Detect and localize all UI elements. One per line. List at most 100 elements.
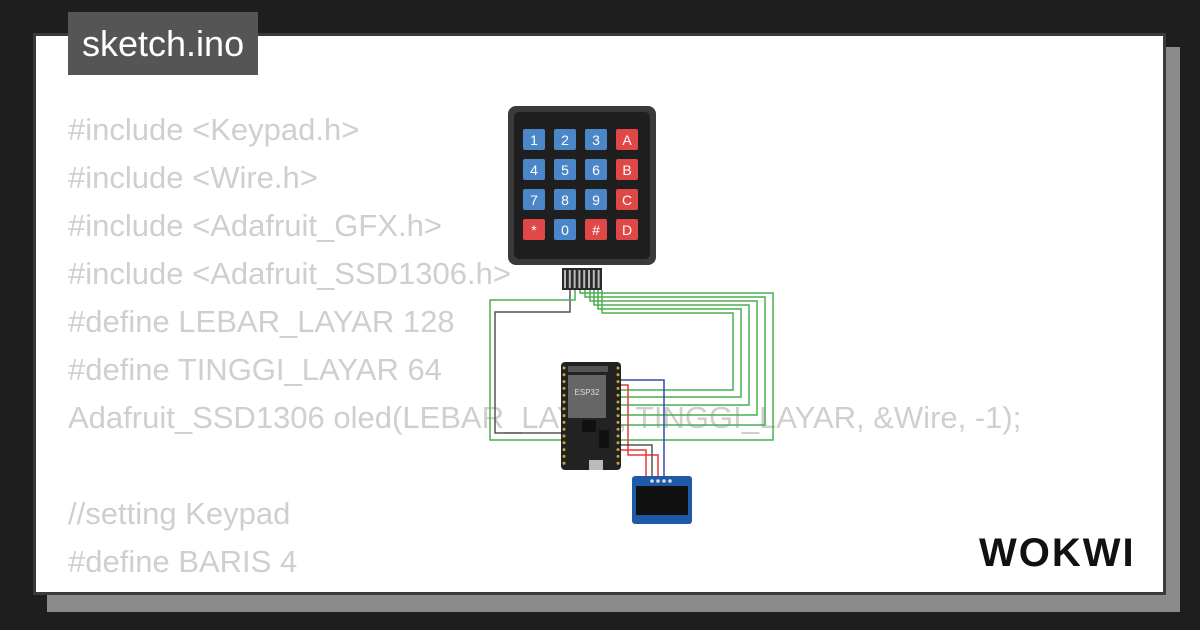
keypad-key-label: C [622,192,632,208]
esp32-pin [562,420,566,424]
esp32-pin [616,427,620,431]
usb-connector [589,460,603,470]
keypad-key [585,129,607,150]
esp32-pin [562,386,566,390]
sketch-title: sketch.ino [68,12,259,75]
keypad-key-label: D [622,222,632,238]
keypad-key [616,219,638,240]
keypad-key-label: A [622,132,632,148]
keypad-key-label: 3 [592,132,600,148]
esp32-board: ESP32 [561,362,621,470]
esp32-pin [562,393,566,397]
esp32-pin [616,441,620,445]
esp32-pin [562,434,566,438]
keypad-key [616,159,638,180]
keypad-pin [583,270,586,288]
esp32-pin [616,366,620,370]
wire [618,384,659,478]
code-line: #define BARIS 4 [68,544,298,579]
wire [618,449,647,478]
oled-pin [668,479,672,483]
esp32-chip-2 [599,430,609,448]
oled-display [632,476,692,524]
esp32-shield [568,375,606,418]
esp32-pin [616,448,620,452]
code-line: #define LEBAR_LAYAR 128 [68,304,455,339]
esp32-pin [616,461,620,465]
code-line: //setting Keypad [68,496,291,531]
keypad-pin [597,270,600,288]
keypad-connector [562,268,602,290]
esp32-chip [582,420,596,432]
esp32-label: ESP32 [575,388,600,397]
keypad-key-label: 5 [561,162,569,178]
esp32-pin [616,407,620,411]
keypad-key-label: # [592,222,600,238]
keypad-key [554,189,576,210]
esp32-pin [562,400,566,404]
keypad-pin [573,270,576,288]
keypad-key [554,129,576,150]
oled-pin [650,479,654,483]
esp32-pin [616,400,620,404]
esp32-pin [562,366,566,370]
keypad-key [523,129,545,150]
wire [593,290,750,406]
esp32-pin [616,373,620,377]
esp32-pin [616,414,620,418]
esp32-antenna [568,366,608,372]
keypad-key [585,159,607,180]
keypad-pin [578,270,581,288]
keypad-key-label: 1 [530,132,538,148]
keypad-pin [592,270,595,288]
esp32-pin [562,373,566,377]
keypad-pin [568,270,571,288]
oled-screen [636,486,688,515]
code-line: Adafruit_SSD1306 oled(LEBAR_LAYAR, TINGG… [68,400,1022,435]
wire [601,290,734,391]
esp32-pin [616,380,620,384]
keypad-key [523,159,545,180]
keypad-key [554,219,576,240]
wire-group [489,290,774,478]
code-background: #include <Keypad.h>#include <Wire.h>#inc… [68,106,1022,592]
keypad-key [585,189,607,210]
keypad-key-label: B [622,162,631,178]
oled-pin [656,479,660,483]
wire [618,444,653,478]
keypad-key-label: 8 [561,192,569,208]
esp32-pin [562,427,566,431]
keypad-key-label: 7 [530,192,538,208]
esp32-pin [616,420,620,424]
esp32-pin [562,380,566,384]
keypad-key [616,189,638,210]
wire [489,290,576,441]
wire [494,290,571,434]
wokwi-logo: WOKWI [979,531,1136,575]
keypad-key [554,159,576,180]
code-line: #include <Wire.h> [68,160,318,195]
oled-pin [662,479,666,483]
code-line: #include <Adafruit_GFX.h> [68,208,442,243]
code-line: #define TINGGI_LAYAR 64 [68,352,442,387]
keypad-key [616,129,638,150]
esp32-pin [616,393,620,397]
keypad-key-label: 6 [592,162,600,178]
keypad-key [523,219,545,240]
esp32-pin [562,448,566,452]
esp32-pin [616,434,620,438]
wire [584,290,766,426]
esp32-pin [562,454,566,458]
wire [579,290,774,441]
keypad-pin [564,270,566,288]
keypad-key [523,189,545,210]
esp32-pin [616,386,620,390]
keypad-key [585,219,607,240]
wokwi-logo-text: WOKWI [979,531,1136,575]
keypad-key-label: 9 [592,192,600,208]
esp32-pin [562,414,566,418]
esp32-pin [562,461,566,465]
code-line: #include <Adafruit_SSD1306.h> [68,256,511,291]
wire [589,290,758,416]
